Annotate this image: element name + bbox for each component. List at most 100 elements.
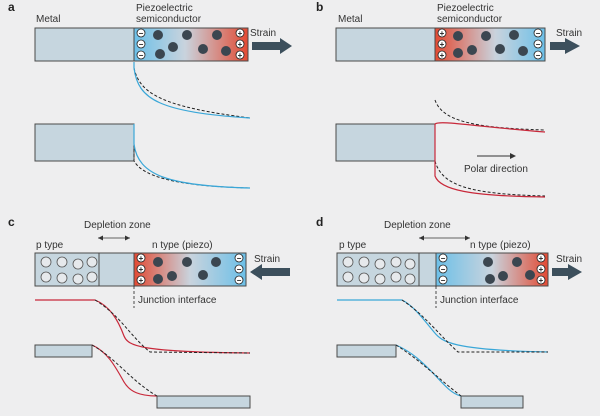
holes [40, 256, 98, 285]
metal-label: Metal [338, 14, 362, 25]
electron [211, 257, 221, 267]
electron [167, 271, 177, 281]
strain-label: Strain [556, 28, 582, 39]
semiconductor-label-line2: semiconductor [437, 14, 503, 25]
panel-a-letter: a [8, 0, 15, 14]
strain-label: Strain [254, 254, 280, 265]
hole [72, 258, 84, 270]
electron [498, 271, 508, 281]
negative-charge [438, 264, 448, 274]
strained-conduction-band [133, 62, 251, 119]
minus-sign: − [139, 51, 144, 60]
electron [212, 30, 222, 40]
unstrained-conduction-band [434, 99, 546, 131]
hole [86, 256, 98, 268]
positive-charge [536, 264, 546, 274]
strain-arrow-right-icon [550, 38, 580, 54]
metal-band-block [335, 123, 436, 162]
panel-d: d Depletion zone p type n type (piezo) −… [316, 215, 582, 409]
strain-arrow-right-icon [552, 264, 582, 280]
plus-sign: + [238, 29, 243, 38]
negative-charge [533, 39, 543, 49]
electron [512, 257, 522, 267]
unstrained-valence-band [434, 160, 546, 197]
positive-charge [136, 264, 146, 274]
minus-sign: − [237, 276, 242, 285]
negative-charge [234, 264, 244, 274]
junction-interface-label: Junction interface [440, 295, 519, 306]
semiconductor-label-line2: semiconductor [136, 14, 202, 25]
hole [56, 272, 68, 284]
electron [453, 31, 463, 41]
panel-b-letter: b [316, 0, 323, 14]
strain-arrow-right-icon [252, 38, 292, 54]
strain-label: Strain [250, 28, 276, 39]
unstrained-valence-band [395, 344, 462, 397]
electron [182, 30, 192, 40]
minus-sign: − [139, 40, 144, 49]
strained-conduction-band [434, 122, 546, 133]
minus-sign: − [536, 51, 541, 60]
panel-c: c Depletion zone p type n type (piezo) +… [8, 215, 290, 409]
positive-charges: + + + [437, 28, 447, 60]
plus-sign: + [539, 254, 544, 263]
hole [56, 256, 68, 268]
strained-conduction-band [35, 299, 251, 354]
negative-charge [438, 275, 448, 285]
piezo-semiconductor-block [434, 27, 546, 62]
hole [72, 273, 84, 285]
electron [153, 274, 163, 284]
minus-sign: − [237, 254, 242, 263]
hole [404, 273, 416, 285]
n-valence-block [460, 395, 524, 409]
minus-sign: − [441, 265, 446, 274]
electron [495, 44, 505, 54]
strain-label: Strain [556, 254, 582, 265]
hole [40, 271, 52, 283]
positive-charge [437, 28, 447, 38]
electron [518, 46, 528, 56]
positive-charge [437, 50, 447, 60]
plus-sign: + [440, 29, 445, 38]
minus-sign: − [237, 265, 242, 274]
hole [374, 258, 386, 270]
negative-charges: − − − [136, 28, 146, 60]
hole [358, 272, 370, 284]
strained-valence-band [434, 124, 546, 198]
n-valence-block [156, 395, 251, 409]
hole [390, 256, 402, 268]
depletion-region-p [98, 252, 135, 287]
panel-d-letter: d [316, 215, 323, 229]
hole [404, 258, 416, 270]
plus-sign: + [539, 265, 544, 274]
electrons [483, 257, 535, 284]
positive-charge [536, 253, 546, 263]
metal-block [335, 27, 436, 62]
depletion-zone-label: Depletion zone [384, 220, 451, 231]
plus-sign: + [139, 265, 144, 274]
negative-charge [438, 253, 448, 263]
positive-charge [235, 39, 245, 49]
hole [86, 271, 98, 283]
plus-sign: + [238, 51, 243, 60]
electron [453, 48, 463, 58]
hole [374, 273, 386, 285]
hole [342, 256, 354, 268]
plus-sign: + [139, 254, 144, 263]
panel-c-letter: c [8, 215, 15, 229]
electron [182, 257, 192, 267]
plus-sign: + [238, 40, 243, 49]
negative-charge [234, 275, 244, 285]
negative-charges: − − − [438, 253, 448, 285]
electron [509, 30, 519, 40]
n-type-piezo-block [133, 252, 247, 287]
unstrained-conduction-band [401, 299, 548, 353]
positive-charge [136, 253, 146, 263]
positive-charge [235, 50, 245, 60]
negative-charge [533, 50, 543, 60]
electron [485, 274, 495, 284]
negative-charge [136, 28, 146, 38]
metal-label: Metal [36, 14, 60, 25]
negative-charge [136, 50, 146, 60]
